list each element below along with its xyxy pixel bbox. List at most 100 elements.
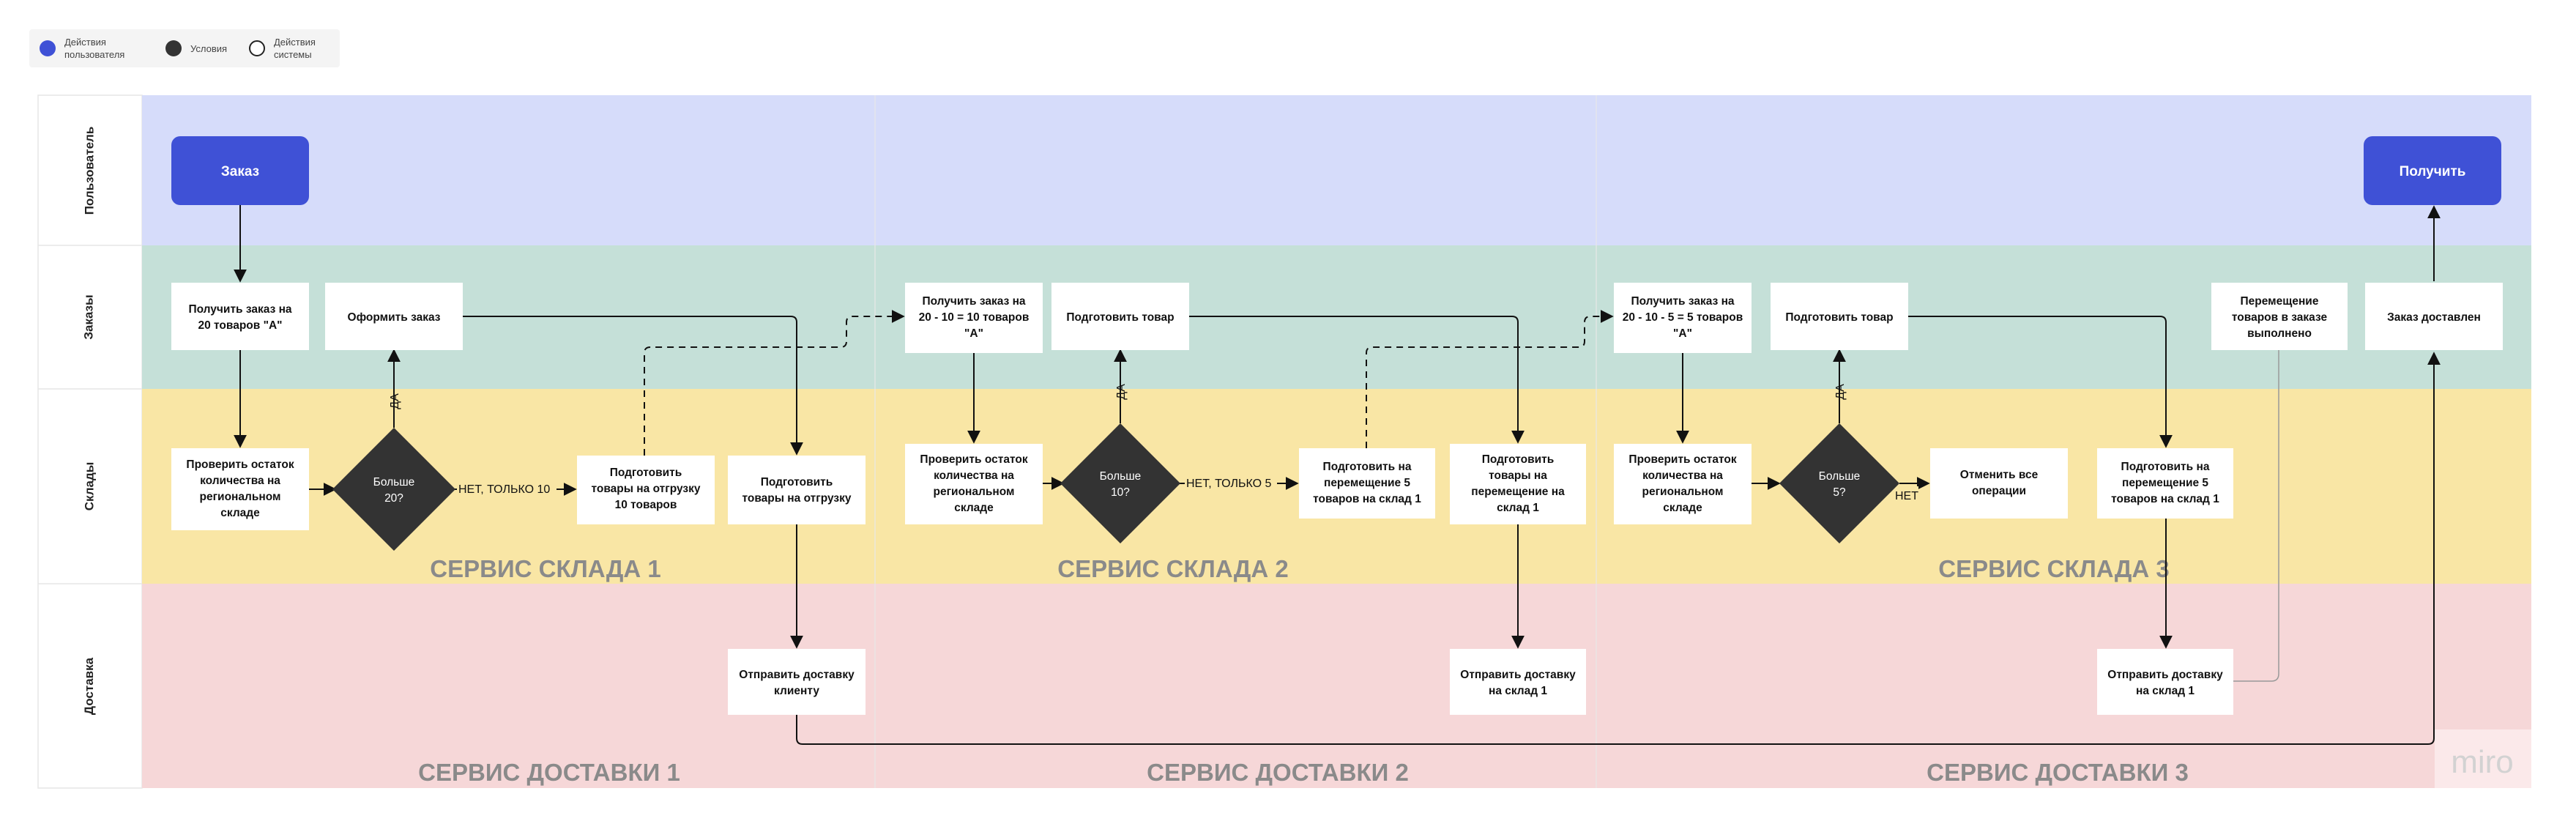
node-text-line: 10? [1111, 486, 1130, 499]
node-text-line: Больше [1100, 470, 1142, 483]
edge-label-yes: ДА [1834, 384, 1847, 400]
legend-item-user-actions: Действия пользователя [40, 29, 124, 67]
edge-dashed [1366, 310, 1614, 448]
node-text-line: Отменить все [1960, 469, 2039, 481]
node-text-line: Проверить остаток [1628, 453, 1736, 466]
node-text-line: региональном [200, 491, 281, 503]
node-text-line: на склад 1 [1489, 685, 1547, 697]
node-text-line: 20 товаров "А" [198, 319, 282, 332]
node-prep-goods-2[interactable]: Подготовить товар [1051, 283, 1189, 350]
node-text-line: 20 - 10 - 5 = 5 товаров [1623, 311, 1743, 324]
node-check-1[interactable]: Проверить остаток количества на регионал… [171, 448, 309, 530]
legend-dark-dot-icon [165, 40, 182, 56]
service-title-warehouse-2: СЕРВИС СКЛАДА 2 [1057, 555, 1288, 582]
node-text-line: операции [1972, 485, 2026, 497]
edge-dashed [644, 310, 905, 456]
node-text-line: региональном [1642, 486, 1724, 498]
edge-label-bg [1894, 486, 1918, 502]
node-oformit[interactable]: Оформить заказ [325, 283, 463, 350]
node-text-line: перемещение 5 [2122, 477, 2208, 489]
node-text-line: товары на отгрузку [742, 492, 852, 505]
edges [234, 205, 2441, 745]
node-cancel-all[interactable]: Отменить все операции [1930, 448, 2068, 519]
edge-label-bg [457, 479, 556, 497]
legend-blue-dot-icon [40, 40, 56, 56]
legend-label: Действия пользователя [64, 37, 125, 60]
edge-label-yes: ДА [389, 393, 401, 409]
node-text-line: Подготовить [1482, 453, 1555, 466]
node-text-line: складе [220, 507, 260, 519]
node-check-2[interactable]: Проверить остаток количества на регионал… [905, 444, 1043, 524]
node-zakaz[interactable]: Заказ [171, 136, 309, 205]
node-prep-move-wh1[interactable]: Подготовить товары на перемещение на скл… [1450, 444, 1586, 524]
node-text-line: товаров в заказе [2232, 311, 2328, 324]
node-condition-1[interactable]: Больше 20? [332, 428, 455, 551]
node-text-line: Заказ [221, 164, 259, 179]
node-text-line: 10 товаров [615, 499, 677, 511]
node-condition-3[interactable]: Больше 5? [1779, 423, 1899, 543]
node-move-done[interactable]: Перемещение товаров в заказе выполнено [2211, 283, 2348, 350]
node-text-line: Получить заказ на [1631, 295, 1734, 308]
node-prep-goods-3[interactable]: Подготовить товар [1771, 283, 1908, 350]
node-text-line: Больше [1819, 470, 1861, 483]
node-poluchit[interactable]: Получить [2364, 136, 2501, 205]
node-get-order-2[interactable]: Получить заказ на 20 - 10 = 10 товаров "… [905, 283, 1043, 353]
lane-label-text: Склады [82, 461, 96, 511]
node-text-line: клиенту [774, 685, 819, 697]
node-order-delivered[interactable]: Заказ доставлен [2365, 283, 2503, 350]
node-text-line: 5? [1833, 486, 1846, 499]
lane-label-text: Доставка [81, 657, 96, 715]
node-prep-ship-10[interactable]: Подготовить товары на отгрузку 10 товаро… [577, 456, 715, 524]
node-text-line: Получить [2400, 164, 2466, 179]
miro-watermark: miro [2451, 744, 2514, 780]
node-text-line: перемещение 5 [1324, 477, 1410, 489]
lane-label-orders: Заказы [38, 245, 141, 389]
node-prep-move-5-a[interactable]: Подготовить на перемещение 5 товаров на … [1299, 448, 1435, 519]
node-text-line: товаров на склад 1 [1313, 493, 1421, 505]
legend-outline-dot-icon [249, 40, 265, 56]
lane-label-delivery: Доставка [38, 584, 141, 788]
node-text-line: перемещение на [1471, 486, 1565, 498]
node-text-line: Заказ доставлен [2387, 311, 2481, 324]
node-condition-2[interactable]: Больше 10? [1060, 423, 1180, 543]
node-text-line: склад 1 [1497, 502, 1539, 514]
service-title-warehouse-3: СЕРВИС СКЛАДА 3 [1938, 555, 2169, 582]
node-text-line: Больше [373, 476, 415, 489]
edge-labels: ДА ДА ДА НЕТ, ТОЛЬКО 10 НЕТ, ТОЛЬКО 5 НЕ… [389, 384, 1918, 502]
node-text-line: выполнено [2247, 327, 2312, 340]
node-text-line: Проверить остаток [186, 458, 294, 471]
legend-item-system-actions: Действия системы [249, 29, 316, 67]
node-text-line: "А" [964, 327, 983, 340]
node-text-line: количества на [934, 469, 1014, 482]
node-text-line: товары на [1489, 469, 1547, 482]
node-get-order-3[interactable]: Получить заказ на 20 - 10 - 5 = 5 товаро… [1614, 283, 1752, 353]
lane-bg-user [142, 95, 2531, 245]
node-text-line: Подготовить товар [1785, 311, 1893, 324]
node-prep-ship[interactable]: Подготовить товары на отгрузку [728, 456, 866, 524]
edge-label-no-only-10: НЕТ, ТОЛЬКО 10 [458, 483, 550, 496]
node-text-line: Подготовить [610, 467, 682, 479]
node-send-wh1-a[interactable]: Отправить доставку на склад 1 [1450, 649, 1586, 715]
node-text-line: Подготовить на [2121, 461, 2210, 473]
lane-label-text: Заказы [82, 294, 96, 340]
node-text-line: складе [954, 502, 994, 514]
node-text-line: "А" [1673, 327, 1692, 340]
service-title-delivery-2: СЕРВИС ДОСТАВКИ 2 [1147, 759, 1409, 786]
lane-label-column [37, 94, 143, 789]
node-text-line: региональном [934, 486, 1015, 498]
node-text-line: Проверить остаток [920, 453, 1027, 466]
node-text-line: Перемещение [2241, 295, 2319, 308]
node-check-3[interactable]: Проверить остаток количества на регионал… [1614, 444, 1752, 524]
node-text-line: количества на [200, 475, 280, 487]
node-text-line: Подготовить товар [1066, 311, 1174, 324]
node-send-wh1-b[interactable]: Отправить доставку на склад 1 [2097, 649, 2233, 715]
node-prep-move-5-b[interactable]: Подготовить на перемещение 5 товаров на … [2097, 448, 2233, 519]
node-get-order-1[interactable]: Получить заказ на 20 товаров "А" [171, 283, 309, 350]
lane-label-user: Пользователь [38, 95, 141, 245]
lane-label-text: Пользователь [82, 126, 96, 215]
node-text-line: 20? [384, 492, 403, 505]
edge [1189, 316, 1525, 444]
node-text-line: 20 - 10 = 10 товаров [919, 311, 1030, 324]
edge-label-no-only-5: НЕТ, ТОЛЬКО 5 [1186, 478, 1271, 490]
node-send-client[interactable]: Отправить доставку клиенту [728, 649, 866, 715]
